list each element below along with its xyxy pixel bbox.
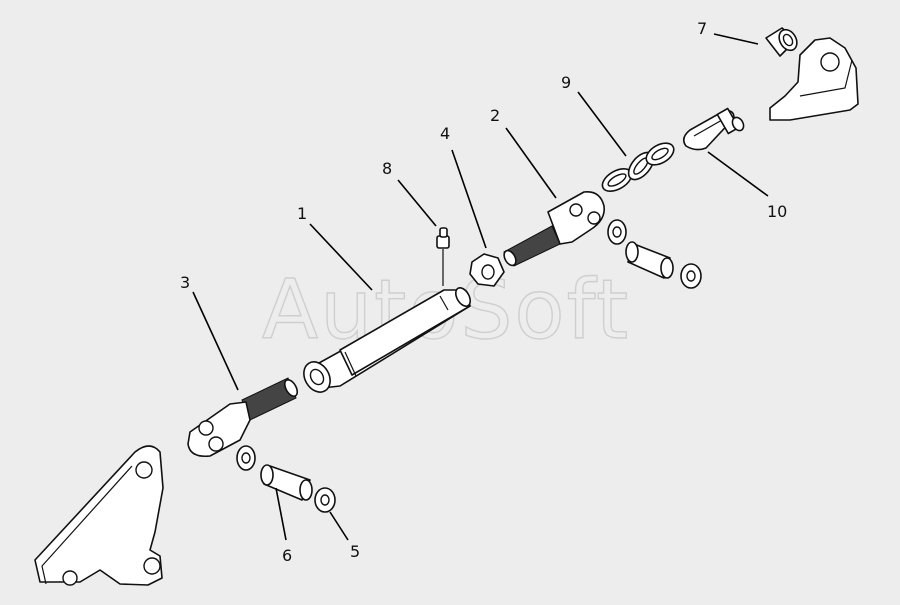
callout-4: 4 [440,124,450,143]
callout-2: 2 [490,106,500,125]
shackle-10 [682,107,745,151]
left-pin-set [236,445,336,513]
callout-8: 8 [382,159,392,178]
callout-7: 7 [697,19,707,38]
callout-9: 9 [561,73,571,92]
hex-nut-4 [469,253,505,287]
leader-lines [192,33,769,541]
bushing-7 [765,27,798,57]
grease-fitting-8 [436,227,450,286]
lower-mounting-bracket [34,445,164,586]
chain-9 [601,142,675,192]
threaded-fork-3 [187,377,299,458]
callout-10: 10 [767,202,787,221]
barrel-tube-1 [303,287,472,393]
threaded-fork-2 [503,190,606,267]
callout-3: 3 [180,273,190,292]
callout-6: 6 [282,546,292,565]
callout-5: 5 [350,542,360,561]
callout-1: 1 [297,204,307,223]
right-pin-set [607,219,702,289]
upper-mounting-bracket [769,37,859,121]
